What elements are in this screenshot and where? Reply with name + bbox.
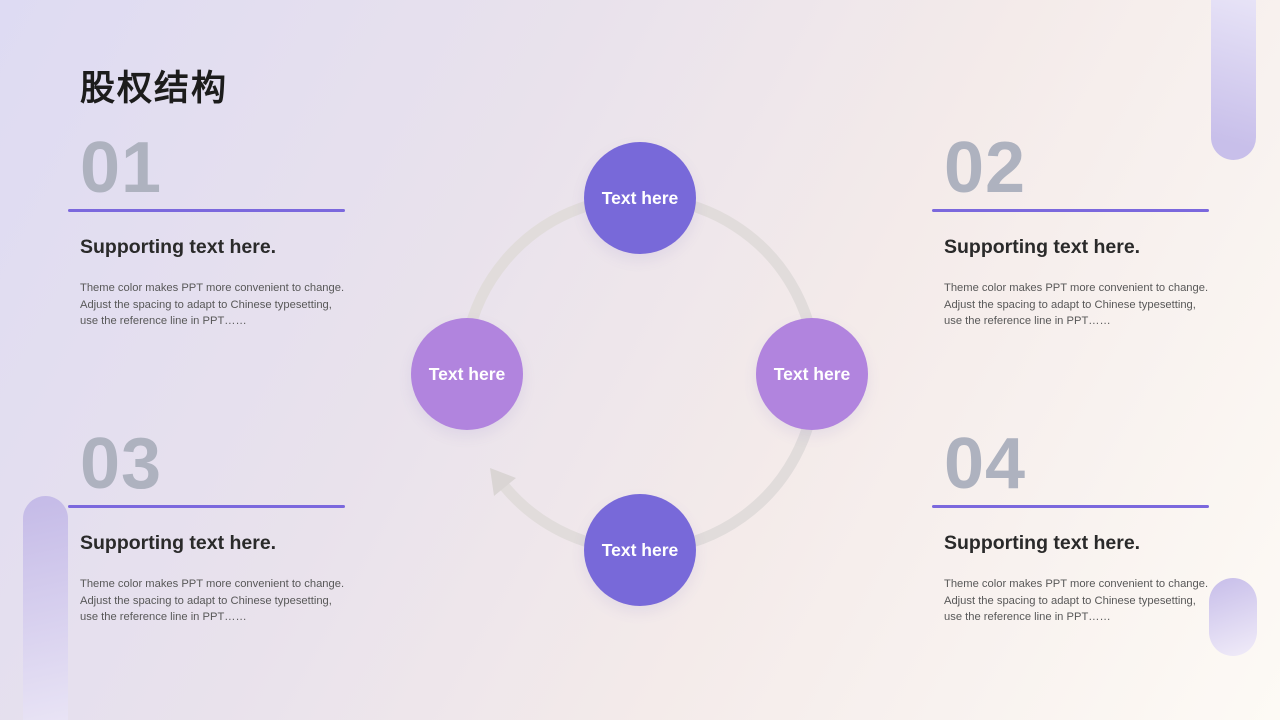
section-body: Theme color makes PPT more convenient to…	[80, 282, 345, 327]
section-divider	[932, 209, 1209, 212]
section-body: Theme color makes PPT more convenient to…	[944, 578, 1209, 623]
section-heading: Supporting text here.	[80, 532, 277, 554]
diagram-node-left: Text here	[411, 318, 523, 430]
section-number: 04	[944, 424, 1027, 504]
diagram-node-label: Text here	[601, 187, 679, 208]
decor-pill-bottom-left	[23, 496, 68, 720]
section-number: 01	[80, 128, 163, 208]
section-heading: Supporting text here.	[944, 236, 1141, 258]
diagram-node-right: Text here	[756, 318, 868, 430]
section-number: 02	[944, 128, 1027, 208]
diagram-node-label: Text here	[773, 363, 851, 384]
section-heading: Supporting text here.	[80, 236, 277, 258]
diagram-node-top: Text here	[584, 142, 696, 254]
section-body: Theme color makes PPT more convenient to…	[80, 578, 345, 623]
diagram-node-bottom: Text here	[584, 494, 696, 606]
section-heading: Supporting text here.	[944, 532, 1141, 554]
section-02: 02 Supporting text here. Theme color mak…	[932, 130, 1209, 330]
section-body: Theme color makes PPT more convenient to…	[944, 282, 1209, 327]
section-divider	[68, 505, 345, 508]
cycle-arrow-icon	[490, 468, 516, 496]
decor-pill-top-right	[1211, 0, 1256, 160]
section-divider	[932, 505, 1209, 508]
section-01: 01 Supporting text here. Theme color mak…	[68, 130, 345, 330]
section-divider	[68, 209, 345, 212]
diagram-node-label: Text here	[428, 363, 506, 384]
section-number: 03	[80, 424, 163, 504]
section-03: 03 Supporting text here. Theme color mak…	[68, 426, 345, 626]
section-04: 04 Supporting text here. Theme color mak…	[932, 426, 1209, 626]
decor-pill-bottom-right	[1209, 578, 1257, 656]
diagram-node-label: Text here	[601, 539, 679, 560]
page-title: 股权结构	[80, 69, 229, 108]
